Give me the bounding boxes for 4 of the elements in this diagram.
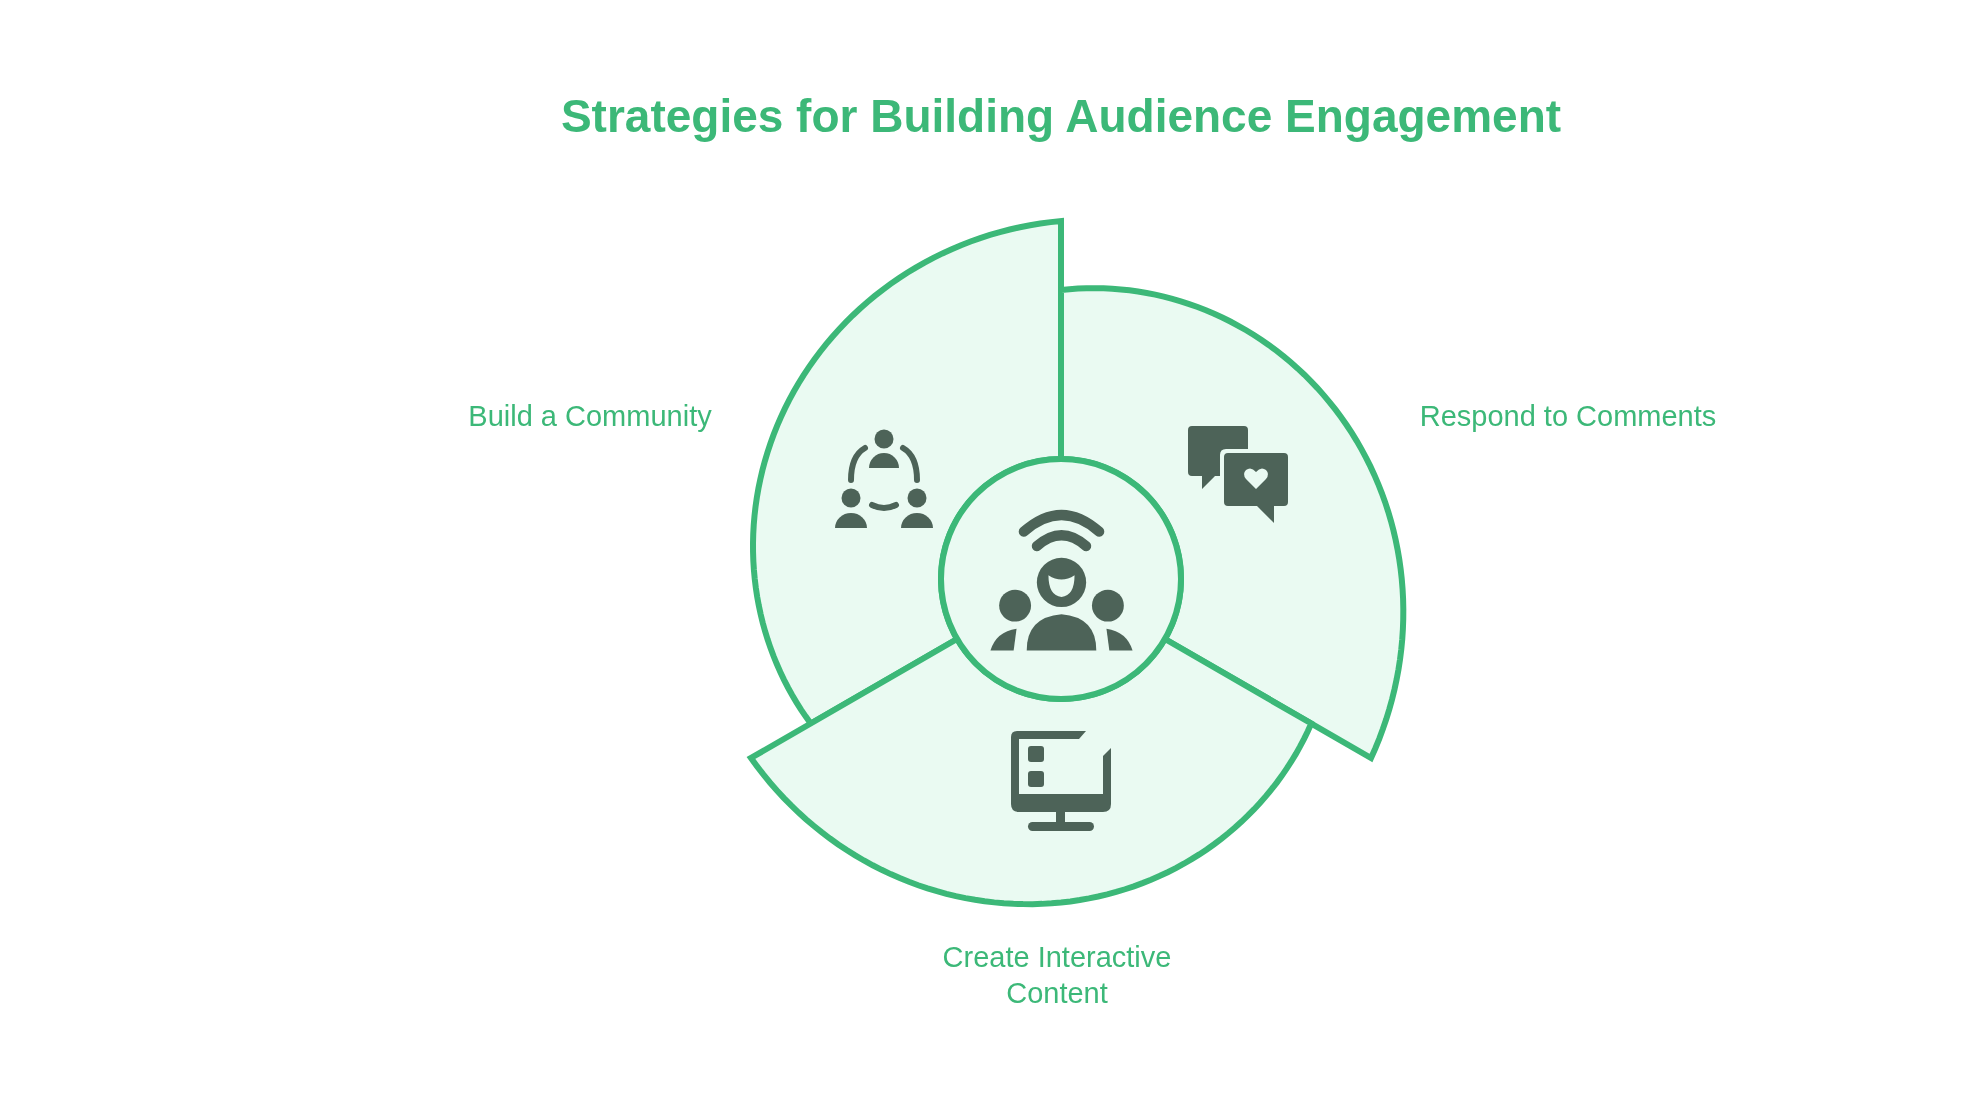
segment-label: Respond to Comments [1419,399,1717,434]
segment-label: Build a Community [468,399,712,434]
segment-label: Create Interactive Content [941,940,1173,1011]
title: Strategies for Building Audience Engagement [560,89,1562,143]
